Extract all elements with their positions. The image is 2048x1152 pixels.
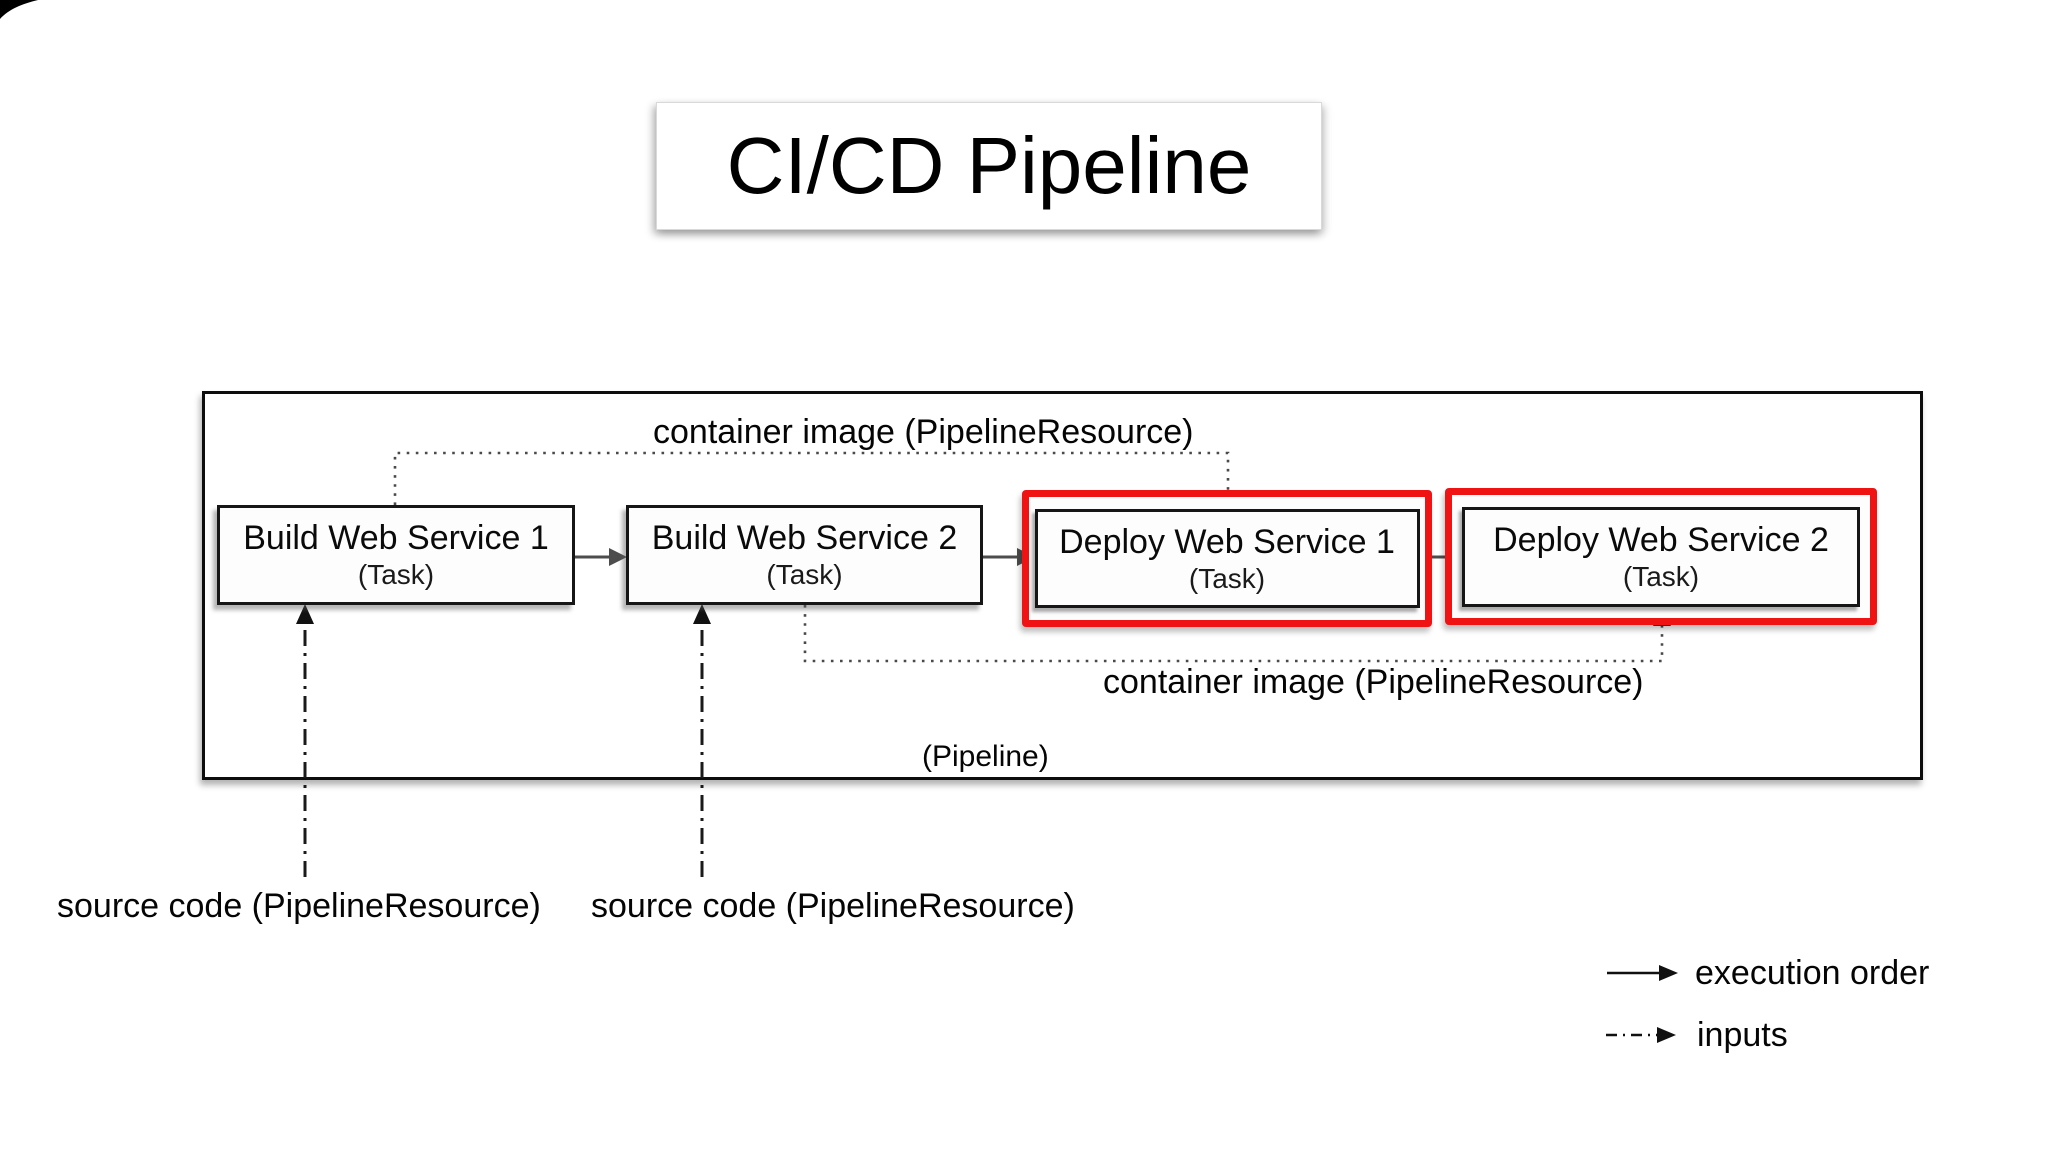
task-name: Deploy Web Service 2 (1493, 520, 1829, 559)
resource-label-container-image-top: container image (PipelineResource) (653, 413, 1194, 451)
pipeline-container-label: (Pipeline) (922, 740, 1049, 773)
highlight-frame-deploy-1: Deploy Web Service 1 (Task) (1022, 490, 1432, 627)
diagram-title: CI/CD Pipeline (656, 102, 1322, 230)
task-name: Build Web Service 1 (243, 519, 549, 558)
task-kind: (Task) (766, 559, 843, 591)
task-deploy-web-service-1: Deploy Web Service 1 (Task) (1034, 509, 1420, 608)
legend-inputs-label: inputs (1697, 1016, 1788, 1054)
legend-execution-label: execution order (1695, 954, 1930, 992)
input-label-source-code-1: source code (PipelineResource) (57, 887, 541, 925)
corner-mark (0, 0, 38, 19)
task-deploy-web-service-2: Deploy Web Service 2 (Task) (1462, 506, 1860, 607)
task-name: Deploy Web Service 1 (1059, 522, 1395, 561)
highlight-frame-deploy-2: Deploy Web Service 2 (Task) (1445, 488, 1877, 625)
task-kind: (Task) (357, 559, 435, 591)
legend-inputs-arrow (1606, 1027, 1676, 1043)
task-kind: (Task) (1622, 560, 1700, 592)
resource-label-container-image-bottom: container image (PipelineResource) (1103, 663, 1644, 701)
legend-execution-arrow (1607, 965, 1678, 981)
input-label-source-code-2: source code (PipelineResource) (591, 887, 1075, 925)
task-name: Build Web Service 2 (651, 519, 958, 558)
diagram-title-text: CI/CD Pipeline (726, 121, 1252, 210)
task-build-web-service-1: Build Web Service 1 (Task) (217, 505, 575, 605)
task-build-web-service-2: Build Web Service 2 (Task) (626, 505, 983, 605)
task-kind: (Task) (1188, 562, 1266, 594)
